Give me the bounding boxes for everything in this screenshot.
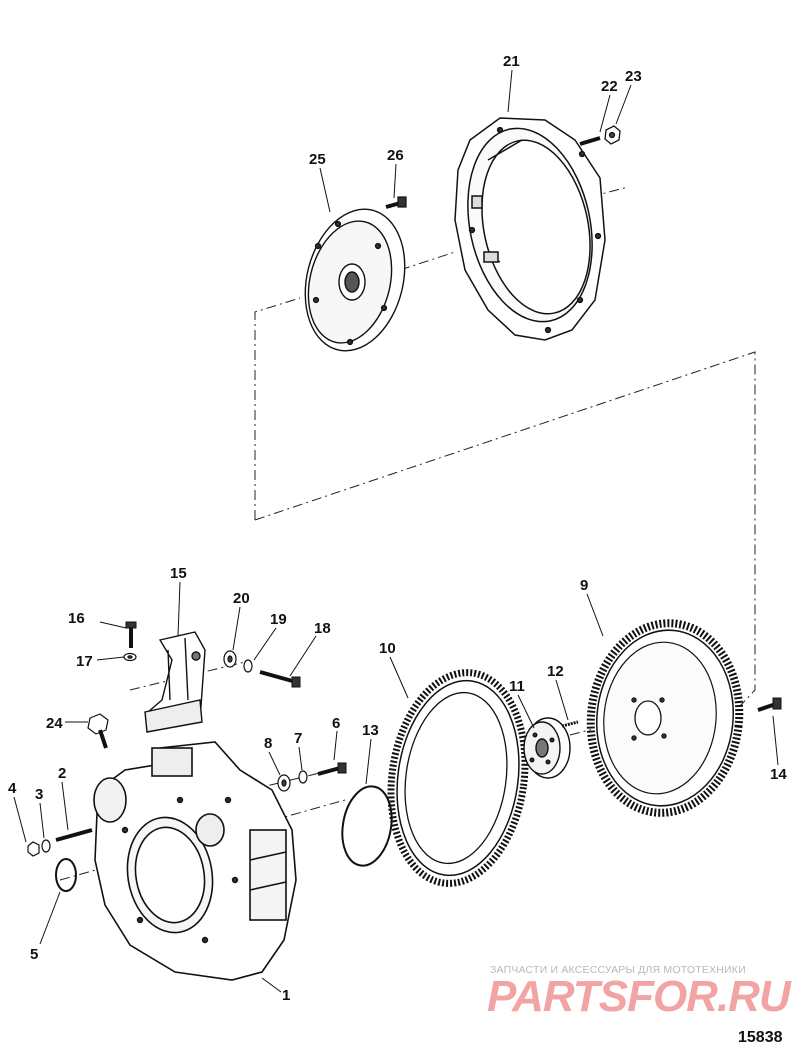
washer-20 <box>223 650 237 668</box>
flywheel-housing-1 <box>93 741 297 981</box>
sender-24 <box>87 713 109 749</box>
callout-17: 17 <box>76 653 93 670</box>
callout-10: 10 <box>379 640 396 657</box>
callout-4: 4 <box>8 780 17 797</box>
callout-26: 26 <box>387 147 404 164</box>
o-ring-5 <box>55 858 77 892</box>
callout-7: 7 <box>294 730 302 747</box>
flywheel-9 <box>586 619 744 817</box>
bolt-26 <box>385 196 407 209</box>
lock-washer-19 <box>243 659 253 673</box>
ring-gear-10 <box>387 669 529 887</box>
bolt-12 <box>561 720 579 728</box>
seal-ring-13 <box>341 785 393 867</box>
stud-22 <box>579 136 601 146</box>
callout-9: 9 <box>580 577 588 594</box>
nut-23 <box>604 125 621 145</box>
mount-bracket-15 <box>144 631 206 733</box>
callout-6: 6 <box>332 715 340 732</box>
callout-15: 15 <box>170 565 187 582</box>
callout-19: 19 <box>270 611 287 628</box>
callout-8: 8 <box>264 735 272 752</box>
washer-3 <box>41 839 51 853</box>
callout-2: 2 <box>58 765 66 782</box>
callout-3: 3 <box>35 786 43 803</box>
coupler-plate-25 <box>304 208 406 352</box>
watermark-logo: PARTSFOR.RU <box>487 972 791 1021</box>
callout-11: 11 <box>509 678 525 695</box>
leader-lines <box>13 69 779 993</box>
callout-5: 5 <box>30 946 38 963</box>
bolt-18 <box>259 670 301 688</box>
washer-17 <box>123 652 137 662</box>
callout-23: 23 <box>625 68 642 85</box>
bolt-16 <box>125 621 137 648</box>
bolt-14 <box>757 697 782 712</box>
callout-20: 20 <box>233 590 250 607</box>
callout-14: 14 <box>770 766 787 783</box>
callout-24: 24 <box>46 715 63 732</box>
callout-25: 25 <box>309 151 326 168</box>
housing-adapter-21 <box>454 117 606 341</box>
callout-12: 12 <box>547 663 564 680</box>
drawing-number: 15838 <box>738 1029 783 1046</box>
lock-washer-7 <box>298 770 308 784</box>
callout-labels: 1 2 3 4 5 6 7 8 9 10 11 12 13 14 15 16 1… <box>8 53 787 1004</box>
stud-2 <box>55 828 93 842</box>
bolt-6 <box>317 762 347 776</box>
washer-8 <box>277 774 291 792</box>
callout-1: 1 <box>282 987 290 1004</box>
nut-4 <box>27 841 40 857</box>
watermark-caption: ЗАПЧАСТИ И АКСЕССУАРЫ ДЛЯ МОТОТЕХНИКИ <box>490 964 746 976</box>
callout-18: 18 <box>314 620 331 637</box>
callout-13: 13 <box>362 722 379 739</box>
callout-21: 21 <box>503 53 520 70</box>
callout-16: 16 <box>68 610 85 627</box>
hub-11 <box>523 717 571 779</box>
callout-22: 22 <box>601 78 618 95</box>
